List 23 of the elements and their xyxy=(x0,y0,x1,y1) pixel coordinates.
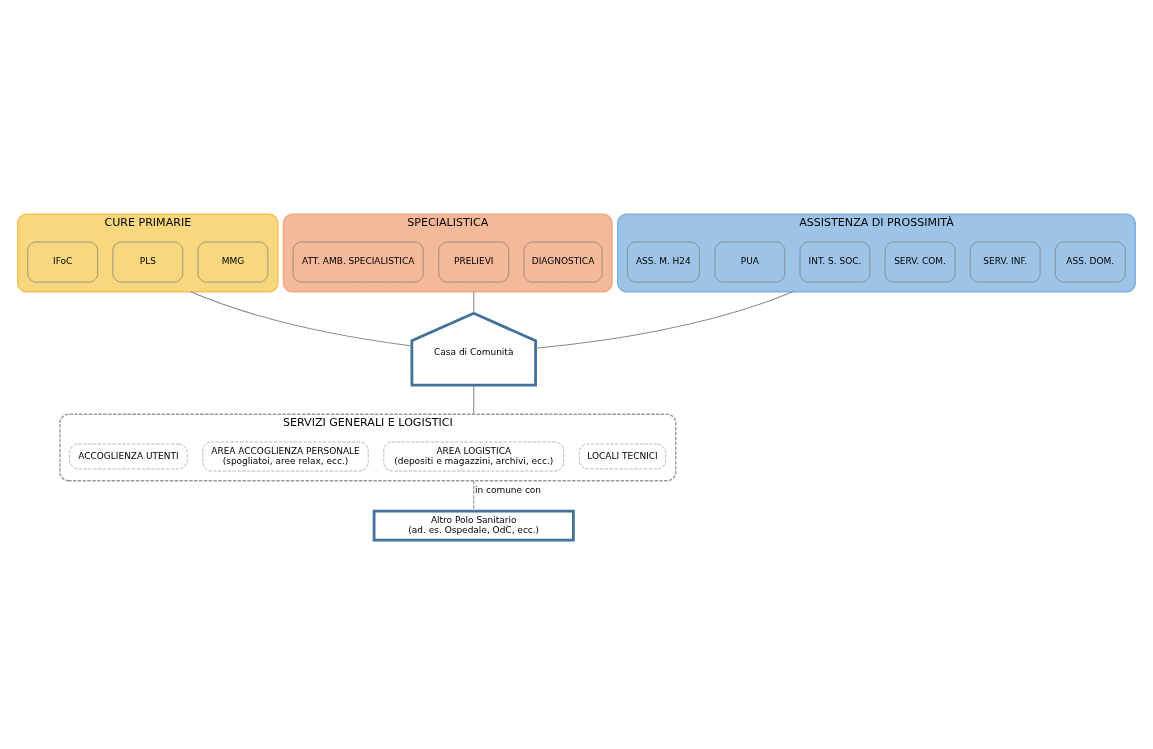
node-box: PRELIEVI xyxy=(438,241,510,283)
edge-label: in comune con xyxy=(474,485,542,496)
connector xyxy=(473,480,475,512)
node-box: AREA ACCOGLIENZA PERSONALE (spogliatoi, aree relax, ecc.) xyxy=(202,441,369,472)
connector xyxy=(535,291,794,349)
node-box: PUA xyxy=(714,241,786,283)
node-box: INT. S. SOC. xyxy=(799,241,871,283)
node-box: Altro Polo Sanitario (ad. es. Ospedale, OdC, ecc.) xyxy=(372,509,575,542)
node-box: ASS. M. H24 xyxy=(627,241,700,283)
node-box: MMG xyxy=(197,241,269,283)
node-box: SERV. INF. xyxy=(969,241,1041,283)
connector xyxy=(473,384,475,415)
node-box: ATT. AMB. SPECIALISTICA xyxy=(292,241,424,283)
node-box: ASS. DOM. xyxy=(1055,241,1126,283)
node-box: DIAGNOSTICA xyxy=(523,241,603,283)
node-box: SERV. COM. xyxy=(884,241,956,283)
node-box: ACCOGLIENZA UTENTI xyxy=(69,443,188,470)
connector xyxy=(190,291,413,347)
connector xyxy=(473,291,475,314)
node-box: AREA LOGISTICA (depositi e magazzini, archivi, ecc.) xyxy=(383,441,565,472)
node-box: LOCALI TECNICI xyxy=(578,443,667,470)
node-box: PLS xyxy=(112,241,184,283)
node-box: IFoC xyxy=(27,241,98,283)
